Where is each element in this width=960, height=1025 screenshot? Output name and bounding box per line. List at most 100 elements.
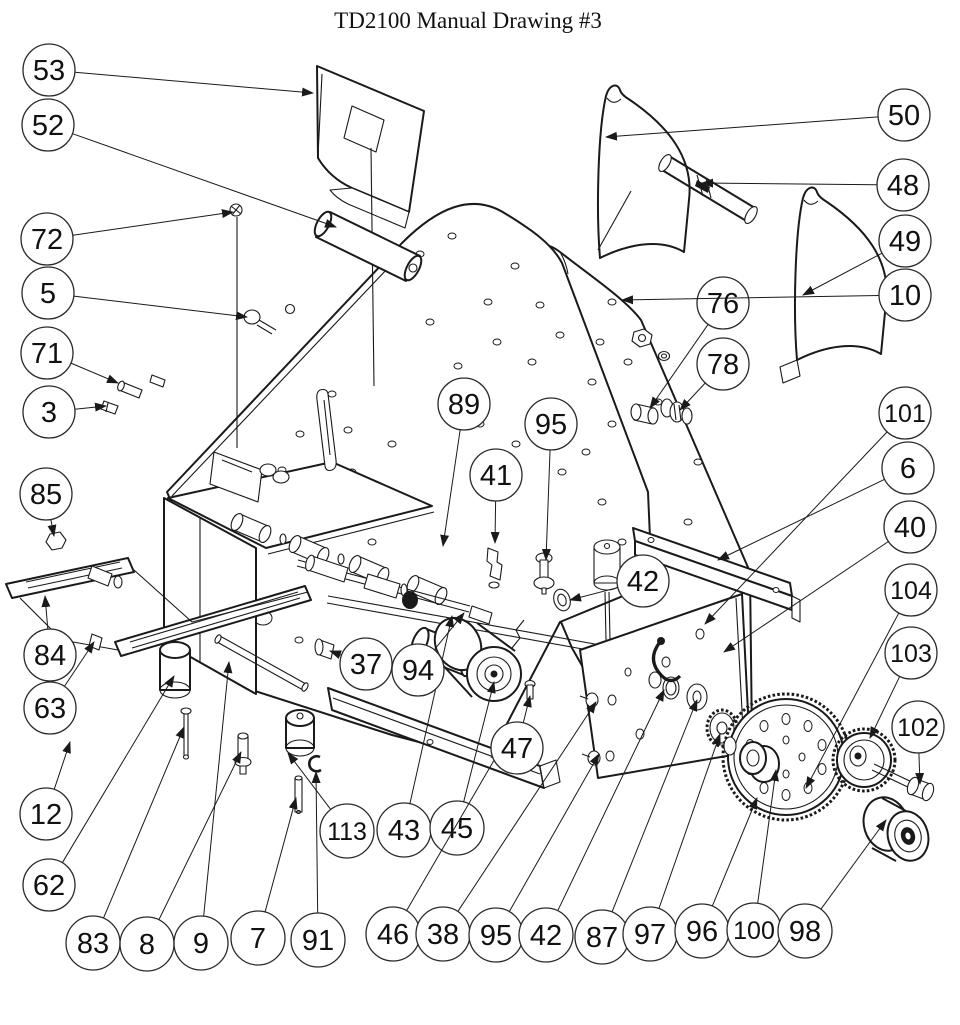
balloon-95	[524, 397, 578, 451]
leader-line-10	[621, 294, 880, 305]
balloon-63	[23, 681, 77, 735]
balloon-number-94: 94	[402, 655, 434, 687]
balloon-number-78: 78	[707, 349, 739, 381]
leader-line-37	[329, 650, 342, 659]
callout-87: 87	[574, 699, 698, 965]
balloon-number-98: 98	[789, 916, 821, 948]
callout-3: 3	[22, 385, 107, 439]
balloon-number-53: 53	[33, 55, 65, 87]
balloon-number-43: 43	[388, 815, 420, 847]
balloon-number-96: 96	[686, 916, 718, 948]
leader-line-46	[406, 749, 501, 911]
leader-line-40	[723, 541, 889, 653]
link-41	[486, 547, 503, 589]
balloon-number-40: 40	[894, 512, 926, 544]
balloon-number-47: 47	[501, 733, 533, 765]
leader-line-62	[61, 675, 175, 863]
callout-42: 42	[569, 554, 670, 608]
balloon-number-95: 95	[480, 920, 512, 952]
shaft-stub-94	[468, 605, 493, 625]
balloon-9	[173, 915, 229, 971]
callout-42: 42	[518, 689, 665, 963]
leader-line-7	[264, 797, 298, 913]
pin-7	[294, 775, 303, 815]
balloon-number-76: 76	[707, 288, 739, 320]
balloon-number-113: 113	[327, 818, 367, 846]
e-ring-91	[308, 755, 322, 773]
pulley-98	[862, 796, 930, 862]
balloon-71	[20, 326, 74, 380]
callout-9: 9	[173, 661, 233, 971]
callout-97: 97	[622, 733, 721, 962]
callout-72: 72	[20, 209, 234, 266]
bar-6	[632, 527, 801, 623]
balloon-number-12: 12	[30, 799, 62, 831]
balloon-3	[22, 385, 76, 439]
callout-89: 89	[437, 377, 491, 547]
leader-line-12	[53, 741, 71, 790]
balloon-103	[884, 626, 938, 680]
leader-line-97	[658, 733, 721, 909]
balloon-52	[21, 98, 75, 152]
leader-line-42	[557, 689, 665, 911]
leader-line-38	[457, 701, 597, 912]
callout-84: 84	[23, 595, 77, 682]
balloon-number-45: 45	[441, 813, 473, 845]
tie-rod-9	[214, 634, 309, 692]
leader-line-43	[409, 615, 454, 804]
nut	[631, 328, 653, 348]
callout-98: 98	[777, 819, 887, 959]
leader-line-95	[508, 753, 600, 912]
balloon-94	[391, 643, 445, 697]
balloon-number-37: 37	[350, 649, 382, 681]
leader-line-41	[490, 500, 500, 544]
balloon-number-63: 63	[34, 693, 66, 725]
leader-line-72	[72, 209, 234, 236]
balloon-number-41: 41	[480, 460, 512, 492]
callout-96: 96	[674, 797, 758, 959]
leader-line-104	[805, 612, 900, 789]
balloon-41	[469, 448, 523, 502]
screws-71-3	[100, 374, 166, 415]
blade-guard-fin-49	[779, 186, 888, 384]
callout-47: 47	[490, 695, 544, 775]
balloon-84	[23, 628, 77, 682]
leader-line-76	[649, 324, 709, 409]
callout-94: 94	[391, 612, 465, 697]
balloon-47	[490, 721, 544, 775]
balloon-number-62: 62	[33, 870, 65, 902]
balloon-number-49: 49	[889, 226, 921, 258]
leader-line-113	[287, 752, 332, 810]
balloon-89	[437, 377, 491, 431]
callout-10: 10	[621, 268, 932, 322]
bolt-5	[243, 303, 296, 335]
balloon-49	[878, 214, 932, 268]
leader-line-101	[704, 431, 888, 625]
callout-52: 52	[21, 98, 337, 228]
foot-and-fasteners	[159, 641, 252, 775]
callout-76: 76	[649, 276, 750, 409]
callout-46: 46	[365, 749, 501, 962]
balloon-number-10: 10	[889, 280, 921, 312]
callout-53: 53	[22, 43, 314, 97]
balloon-number-6: 6	[900, 453, 916, 485]
balloon-number-100: 100	[733, 917, 775, 945]
balloon-5	[21, 266, 75, 320]
leader-line-48	[701, 178, 878, 188]
balloon-72	[20, 212, 74, 266]
balloon-45	[429, 800, 485, 856]
balloon-50	[877, 88, 931, 142]
leader-line-83	[103, 726, 185, 919]
leader-line-103	[869, 676, 901, 739]
callout-38: 38	[415, 701, 597, 962]
leader-line-8	[158, 751, 242, 920]
callout-83: 83	[65, 726, 185, 971]
callout-100: 100	[726, 769, 782, 958]
balloon-40	[883, 500, 937, 554]
balloon-number-71: 71	[31, 338, 63, 370]
callout-5: 5	[21, 266, 248, 321]
balloon-98	[777, 903, 833, 959]
leader-line-53	[74, 71, 314, 97]
balloon-number-85: 85	[30, 479, 62, 511]
